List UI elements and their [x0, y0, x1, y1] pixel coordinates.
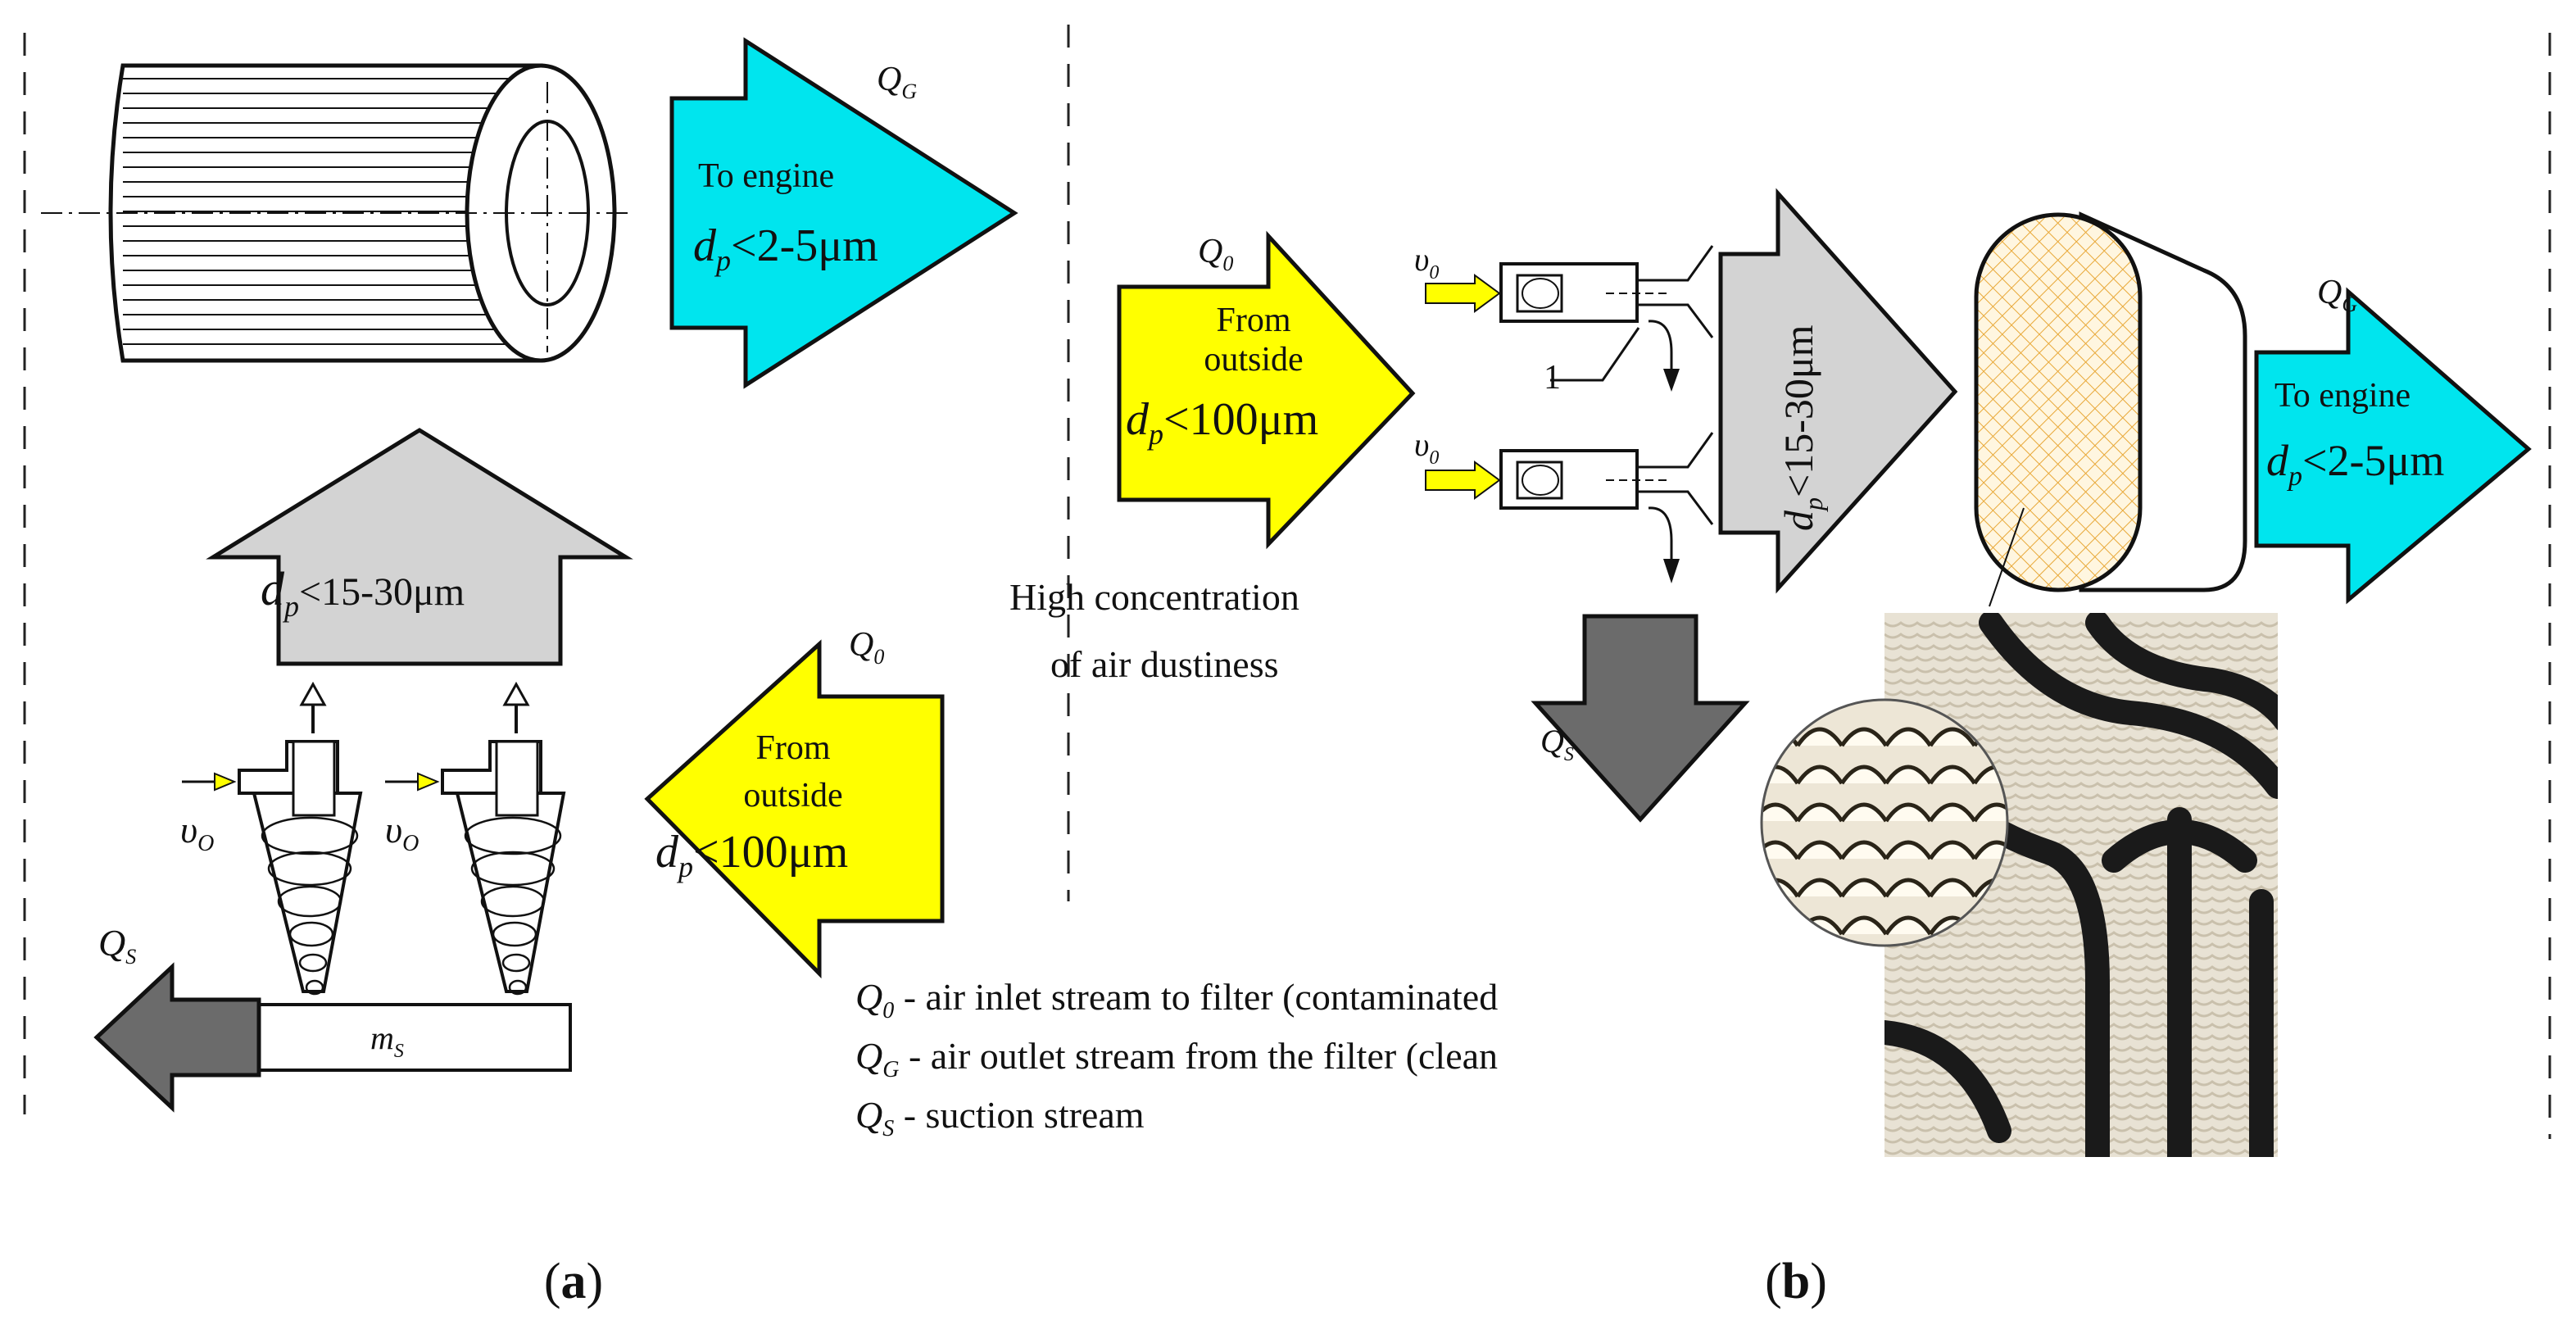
from-label-b: From — [1216, 302, 1290, 339]
cyclone-left — [182, 681, 363, 996]
legend-item-qg: QG - air outlet stream from the filter (… — [855, 1035, 1498, 1082]
annotation-line2: of air dustiness — [1050, 643, 1279, 685]
filter-cartridge — [41, 63, 631, 363]
v0-label-top: υ0 — [1414, 241, 1439, 284]
to-engine-size-a: <2-5μm — [731, 220, 878, 271]
cyclone-output-arrow-b: dp<15-30μm — [1718, 188, 1958, 594]
suction-arrow-a — [93, 962, 261, 1113]
legend-item-q0: Q0 - air inlet stream to filter (contami… — [855, 976, 1498, 1023]
legend-item-qs: QS - suction stream — [855, 1094, 1145, 1141]
magnifier-inset — [1760, 698, 2009, 947]
q0-label-b: Q0 — [1198, 233, 1233, 275]
svg-text:dp<100μm: dp<100μm — [1126, 394, 1318, 451]
cyclone-tube-top — [1425, 245, 1714, 392]
qs-label-a: QS — [98, 922, 136, 969]
panel-caption-b: (b) — [1765, 1254, 1827, 1309]
cyclone-tube-bottom — [1425, 432, 1714, 583]
suction-arrow-b — [1531, 614, 1750, 823]
part1-label: 1 — [1544, 359, 1561, 397]
to-engine-label-a: To engine — [698, 157, 834, 195]
from-size-a: <100μm — [693, 827, 848, 878]
vo-label-right: υO — [385, 809, 419, 856]
qg-label-b: QG — [2317, 274, 2357, 316]
from-outside-arrow-b: From outside dp<100μm — [1117, 230, 1416, 550]
from-outside-arrow-a: From outside dp<100μm — [644, 639, 945, 979]
to-engine-arrow-b: To engine dp<2-5μm — [2254, 287, 2532, 605]
to-engine-label-b: To engine — [2274, 377, 2410, 415]
svg-text:dp<15-30μm: dp<15-30μm — [1776, 324, 1828, 531]
v0-label-bottom: υ0 — [1414, 426, 1439, 469]
dust-collector: mS — [257, 1003, 572, 1072]
qs-label-b: QS — [1540, 723, 1574, 765]
to-engine-size-b: <2-5μm — [2302, 436, 2444, 485]
outside-label-a: outside — [743, 777, 842, 814]
dp-symbol: d — [693, 220, 717, 271]
cyclone-size-a: <15-30μm — [299, 570, 465, 614]
vo-label-left: υO — [180, 809, 214, 856]
cyclone-right — [385, 681, 566, 996]
part1-leader — [1550, 327, 1640, 382]
svg-text:dp<100μm: dp<100μm — [655, 827, 848, 883]
panel-filter-element — [1974, 211, 2247, 607]
filter-media-photo — [1884, 613, 2278, 1157]
ms-label: mS — [370, 1019, 404, 1062]
panel-caption-a: (a) — [544, 1254, 603, 1309]
from-label-a: From — [755, 729, 830, 767]
to-engine-arrow-a: To engine dp<2-5μm — [669, 37, 1018, 389]
svg-text:dp<2-5μm: dp<2-5μm — [2266, 436, 2444, 492]
from-size-b: <100μm — [1163, 394, 1318, 445]
cyclone-output-arrow-a: dp<15-30μm — [206, 428, 633, 666]
cyclone-size-b: <15-30μm — [1776, 324, 1821, 497]
legend: Q0 - air inlet stream to filter (contami… — [855, 976, 1498, 1141]
qg-label-a: QG — [877, 61, 917, 103]
svg-text:dp<15-30μm: dp<15-30μm — [261, 562, 465, 623]
q0-label-a: Q0 — [849, 626, 884, 669]
outside-label-b: outside — [1204, 341, 1303, 379]
annotation-line1: High concentration — [1009, 576, 1299, 618]
svg-text:dp<2-5μm: dp<2-5μm — [693, 220, 878, 277]
